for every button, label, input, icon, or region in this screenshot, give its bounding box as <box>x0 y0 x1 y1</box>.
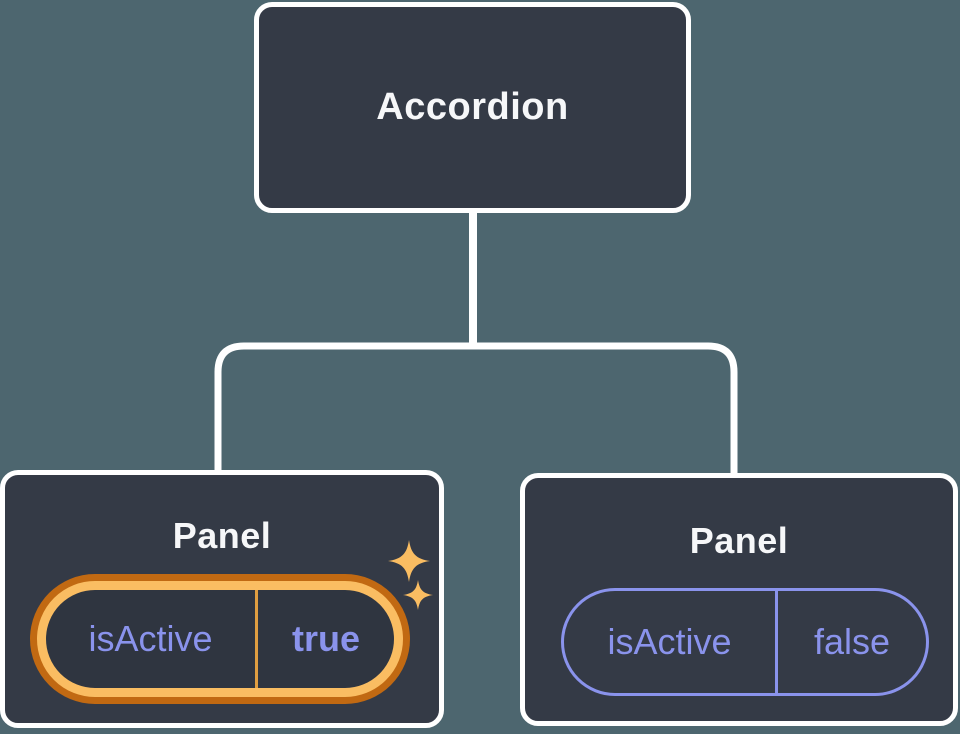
state-pill: isActive false <box>561 588 929 696</box>
child-node-panel-active: Panel isActive true <box>0 470 444 728</box>
child-node-panel-inactive: Panel isActive false <box>520 473 958 726</box>
state-value: false <box>775 591 926 693</box>
root-node-accordion: Accordion <box>254 2 691 213</box>
state-value: true <box>255 590 394 688</box>
state-pill-highlighted: isActive true <box>37 581 403 697</box>
root-node-label: Accordion <box>376 86 569 128</box>
panel-title: Panel <box>172 515 272 556</box>
panel-title: Panel <box>689 520 789 561</box>
sparkle-icon <box>388 540 430 582</box>
sparkle-icon <box>403 580 433 610</box>
state-key: isActive <box>607 621 732 662</box>
state-key: isActive <box>88 618 213 659</box>
